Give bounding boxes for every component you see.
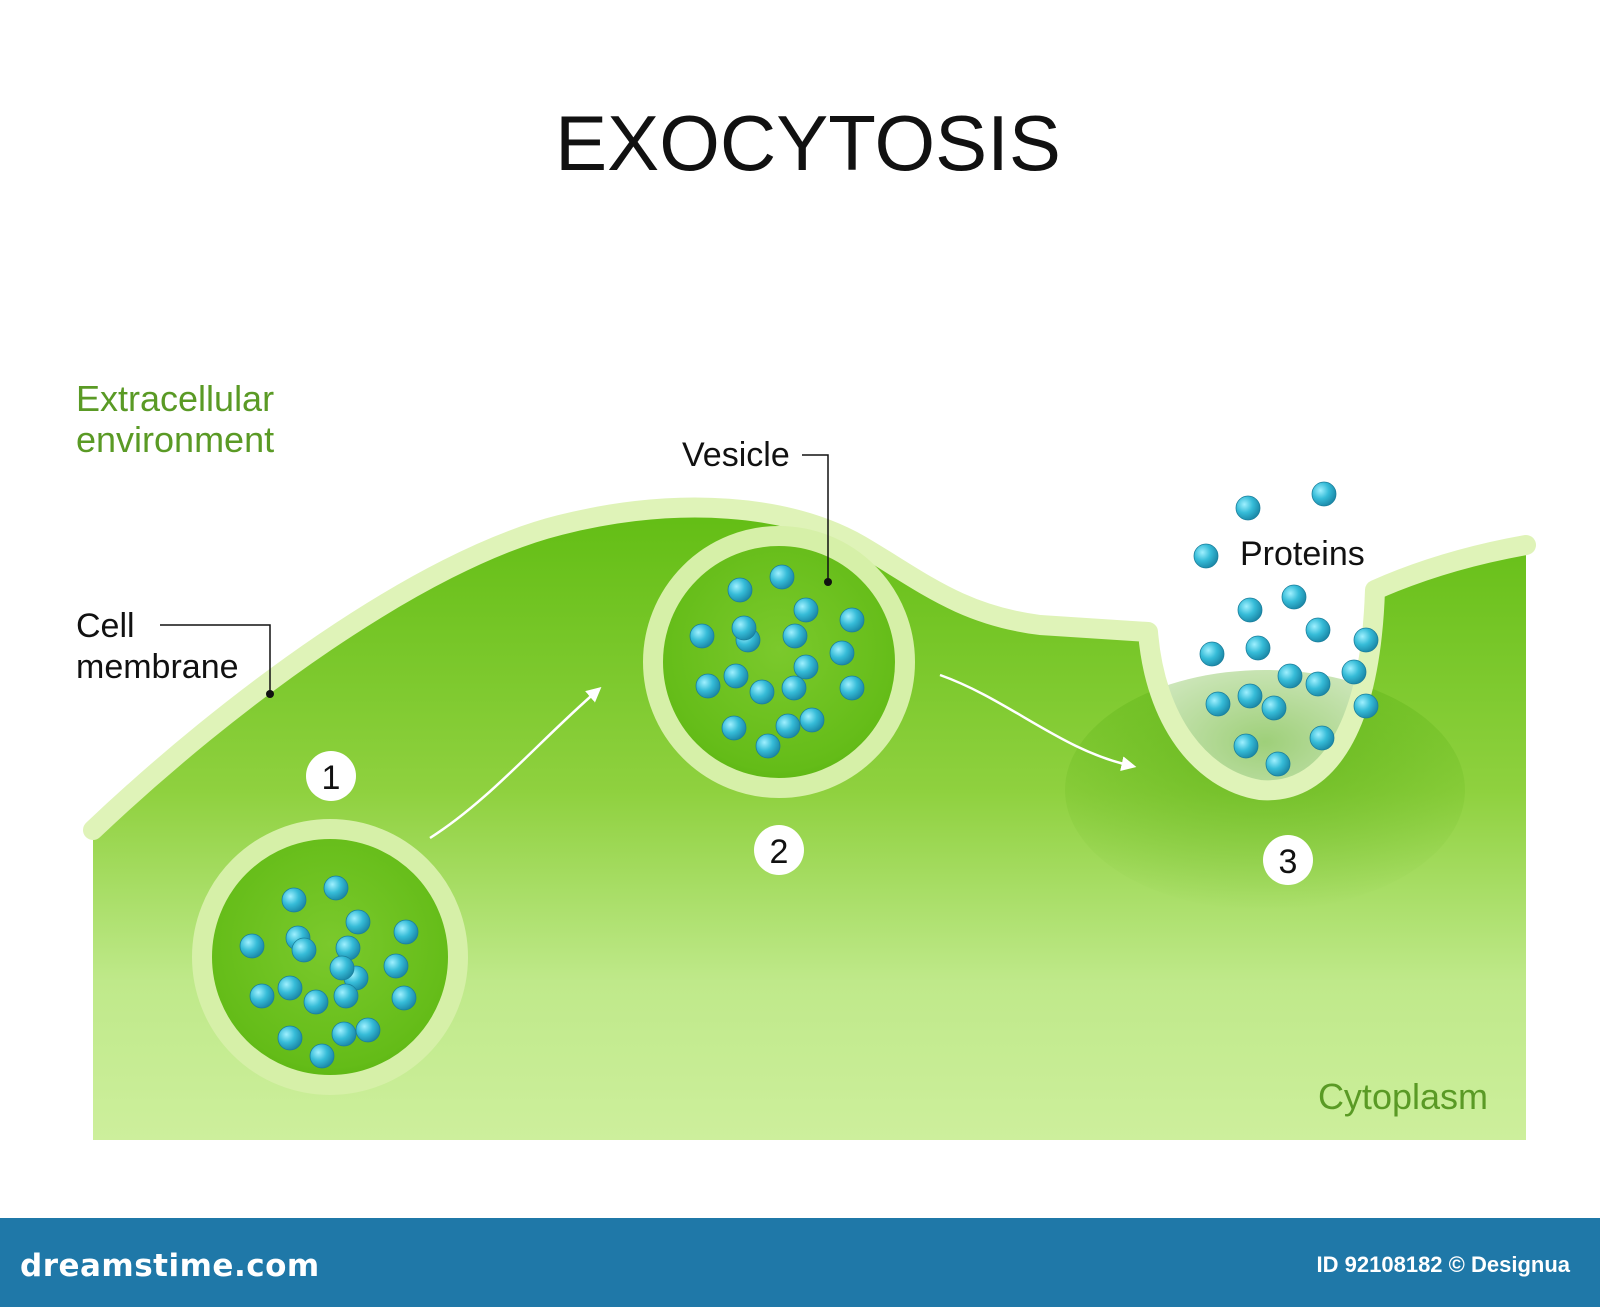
protein-sphere [239,933,265,959]
protein-sphere [689,623,715,649]
protein-sphere [769,564,795,590]
protein-sphere [277,1025,303,1051]
released-proteins [1193,481,1379,777]
protein-sphere [1199,641,1225,667]
arrow-1-to-2 [429,687,602,840]
cell-membrane-leader [160,624,271,692]
step-badge-2: 2 [754,825,804,875]
protein-sphere [1235,495,1261,521]
protein-sphere [309,1043,335,1069]
step-badge-3: 3 [1263,835,1313,885]
protein-sphere [331,1021,357,1047]
vesicle-1 [192,819,468,1095]
protein-sphere [383,953,409,979]
step-number-3: 3 [1279,843,1298,881]
vesicle-leader [802,454,829,580]
label-cell-line2: membrane [76,648,239,686]
protein-sphere [749,679,775,705]
protein-sphere [281,887,307,913]
diagram-title: EXOCYTOSIS [555,99,1061,187]
protein-sphere [1341,659,1367,685]
protein-sphere [391,985,417,1011]
protein-sphere [793,654,819,680]
label-cell-line1: Cell [76,607,135,645]
protein-sphere [1305,617,1331,643]
vesicle-1-proteins [239,875,419,1069]
protein-sphere [1193,543,1219,569]
protein-sphere [249,983,275,1009]
protein-sphere [1265,751,1291,777]
protein-sphere [829,640,855,666]
label-cytoplasm: Cytoplasm [1318,1076,1488,1117]
cell-membrane [83,497,1536,840]
protein-sphere [1245,635,1271,661]
protein-sphere [755,733,781,759]
protein-sphere [345,909,371,935]
protein-sphere [291,937,317,963]
step-badge-1: 1 [306,751,356,801]
protein-sphere [1277,663,1303,689]
vesicle-2 [643,526,915,798]
protein-sphere [1237,683,1263,709]
label-proteins: Proteins [1240,535,1365,573]
cell-membrane-leader-dot [266,690,274,698]
protein-sphere [721,715,747,741]
protein-sphere [775,713,801,739]
protein-sphere [695,673,721,699]
protein-sphere [781,675,807,701]
label-vesicle: Vesicle [682,436,790,474]
step-number-2: 2 [770,833,789,871]
protein-sphere [723,663,749,689]
footer-image-id: ID 92108182 © Designua [1316,1252,1570,1277]
protein-sphere [1305,671,1331,697]
protein-sphere [1261,695,1287,721]
protein-sphere [731,615,757,641]
protein-sphere [1311,481,1337,507]
protein-sphere [782,623,808,649]
protein-sphere [1233,733,1259,759]
protein-sphere [329,955,355,981]
protein-sphere [355,1017,381,1043]
footer-bar: dreamstime.com ID 92108182 © Designua [0,1218,1600,1307]
protein-sphere [839,607,865,633]
step-number-1: 1 [322,759,341,797]
protein-sphere [793,597,819,623]
protein-sphere [323,875,349,901]
protein-sphere [1353,693,1379,719]
protein-sphere [277,975,303,1001]
protein-sphere [799,707,825,733]
label-extracellular-line1: Extracellular [76,378,274,419]
protein-sphere [303,989,329,1015]
label-extracellular-line2: environment [76,419,274,460]
vesicle-2-proteins [689,564,865,759]
protein-sphere [1281,584,1307,610]
protein-sphere [1353,627,1379,653]
vesicle-leader-dot [824,578,832,586]
protein-sphere [1237,597,1263,623]
protein-sphere [1205,691,1231,717]
protein-sphere [1309,725,1335,751]
protein-sphere [333,983,359,1009]
protein-sphere [393,919,419,945]
protein-sphere [727,577,753,603]
protein-sphere [839,675,865,701]
arrow-2-to-3 [939,673,1137,772]
footer-brand: dreamstime.com [20,1248,320,1284]
